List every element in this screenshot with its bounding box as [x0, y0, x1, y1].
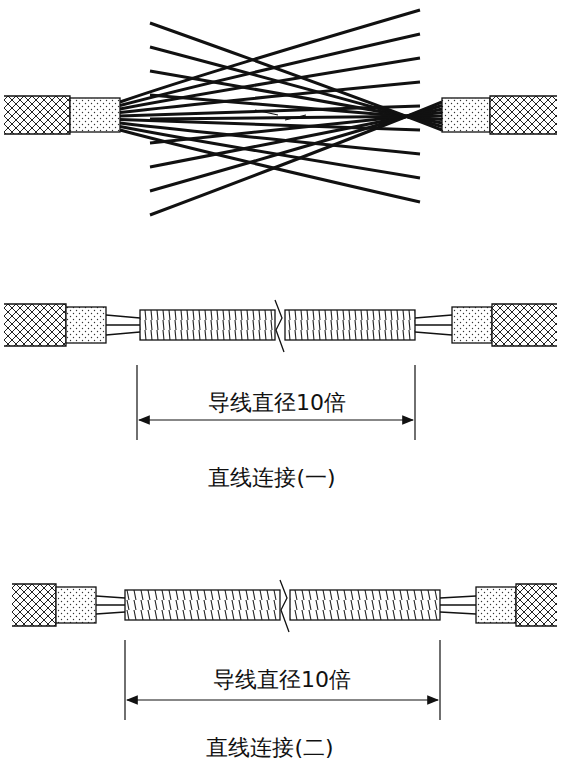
wound-joint-two [12, 580, 557, 632]
cable-ends [4, 96, 557, 134]
dimension-line [125, 640, 440, 720]
wound-joint-one [4, 300, 557, 352]
figure-caption: 直线连接(一) [205, 465, 338, 491]
dimension-label: 导线直径10倍 [205, 390, 349, 416]
dimension-label: 导线直径10倍 [210, 667, 354, 693]
fanned-strands [120, 10, 442, 215]
dimension-line [137, 365, 415, 440]
figure-caption: 直线连接(二) [203, 735, 336, 761]
